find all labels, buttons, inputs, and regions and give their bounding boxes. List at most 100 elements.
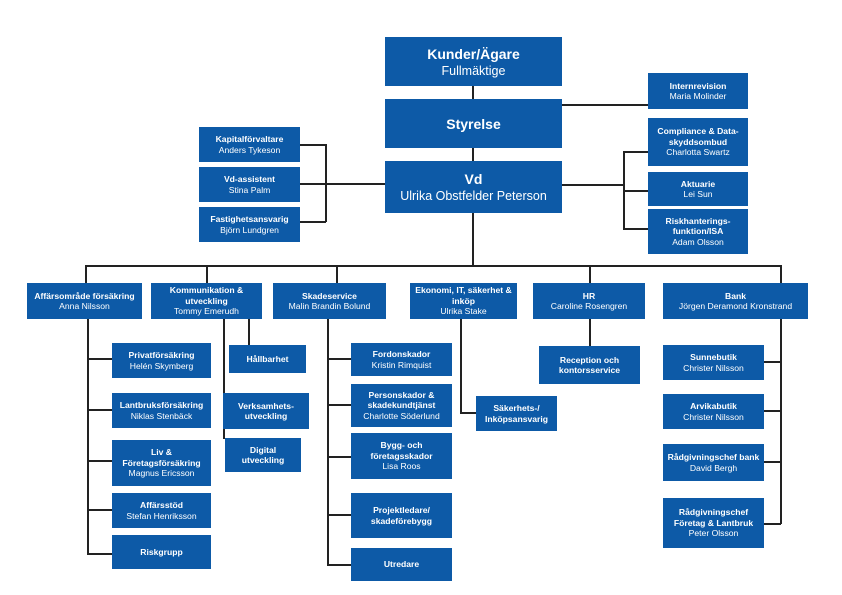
box-fordon-title: Fordonskador: [372, 349, 431, 359]
connector-line: [589, 318, 591, 346]
box-radgivningbank: Rådgivningschef bank David Bergh: [663, 444, 764, 481]
box-ekonomi-sub: Ulrika Stake: [440, 306, 487, 317]
box-projekt-title: Projektledare/ skadeförebygg: [370, 505, 433, 526]
box-person-sub: Charlotte Söderlund: [363, 410, 440, 421]
box-liv: Liv & Företagsförsäkring Magnus Ericsson: [112, 440, 211, 486]
connector-line: [327, 564, 351, 566]
box-sakerhet: Säkerhets-/ Inköpsansvarig: [476, 396, 557, 431]
connector-line: [327, 358, 351, 360]
connector-line: [623, 151, 648, 153]
box-utredare-title: Utredare: [383, 559, 420, 570]
box-fordon: Fordonskador Kristin Rimquist: [351, 343, 452, 376]
box-sunne-title: Sunnebutik: [690, 352, 737, 362]
box-kunder-sub: Fullmäktige: [441, 63, 506, 78]
connector-line: [460, 318, 462, 413]
box-skadeservice-title: Skadeservice: [302, 290, 357, 301]
connector-line: [87, 358, 112, 360]
box-radgivningbank-sub: David Bergh: [689, 462, 738, 473]
box-vd-sub: Ulrika Obstfelder Peterson: [400, 189, 547, 203]
box-hr-title: HR: [582, 290, 596, 301]
connector-line: [623, 190, 648, 192]
box-styrelse-title: Styrelse: [446, 115, 501, 132]
box-riskgrupp-title: Riskgrupp: [140, 546, 183, 557]
connector-line: [327, 312, 329, 565]
connector-line: [623, 228, 648, 230]
connector-line: [87, 509, 112, 511]
box-hallbarhet-title: Hållbarhet: [246, 353, 289, 364]
connector-line: [85, 265, 87, 284]
connector-line: [764, 361, 781, 363]
box-styrelse: Styrelse: [385, 99, 562, 148]
box-kommunikation-title: Kommunikation & utveckling: [169, 285, 244, 306]
box-compliance-sub: Charlotta Swartz: [666, 147, 730, 158]
box-sunne-sub: Christer Nilsson: [683, 362, 744, 373]
connector-line: [87, 314, 89, 554]
box-vd-title: Vd: [464, 171, 483, 187]
connector-line: [764, 461, 781, 463]
box-person: Personskador & skadekundtjänst Charlotte…: [351, 384, 452, 427]
box-lantbruk-sub: Niklas Stenbäck: [130, 410, 193, 421]
connector-line: [327, 456, 351, 458]
box-kapitalforvaltare-sub: Anders Tykeson: [218, 144, 281, 155]
connector-line: [87, 553, 112, 555]
box-digital: Digital utveckling: [225, 438, 301, 472]
box-bank: Bank Jörgen Deramond Kronstrand: [663, 283, 808, 319]
box-privat: Privatförsäkring Helén Skymberg: [112, 343, 211, 378]
box-riskhantering-title: Riskhanterings-funktion/ISA: [665, 215, 731, 237]
box-fordon-sub: Kristin Rimquist: [371, 359, 432, 370]
connector-line: [300, 183, 386, 185]
connector-line: [336, 265, 338, 284]
connector-line: [300, 221, 326, 223]
connector-line: [327, 404, 351, 406]
box-verksamhet: Verksamhets-utveckling: [223, 393, 309, 429]
box-bygg-sub: Lisa Roos: [382, 461, 421, 472]
connector-line: [223, 312, 225, 439]
connector-line: [206, 265, 208, 284]
box-reception: Reception och kontorsservice: [539, 346, 640, 384]
box-verksamhet-title: Verksamhets-utveckling: [238, 400, 294, 422]
box-privat-title: Privatförsäkring: [128, 350, 195, 360]
box-aktuarie-title: Aktuarie: [680, 178, 716, 189]
box-affarsstod-title: Affärsstöd: [140, 500, 183, 510]
box-hallbarhet: Hållbarhet: [229, 345, 306, 373]
box-kapitalforvaltare-title: Kapitalförvaltare: [215, 134, 284, 144]
box-arvika-sub: Christer Nilsson: [683, 411, 744, 422]
box-reception-title: Reception och kontorsservice: [558, 354, 621, 376]
box-person-title: Personskador & skadekundtjänst: [367, 389, 436, 411]
box-vd: Vd Ulrika Obstfelder Peterson: [385, 161, 562, 213]
connector-line: [85, 265, 781, 267]
box-ekonomi-title: Ekonomi, IT, säkerhet & inköp: [415, 285, 512, 306]
box-bygg: Bygg- och företagsskador Lisa Roos: [351, 433, 452, 479]
box-lantbruk-title: Lantbruksförsäkring: [119, 400, 204, 410]
connector-line: [472, 212, 474, 265]
box-internrevision-title: Internrevision: [669, 80, 727, 91]
box-skadeservice: Skadeservice Malin Brandin Bolund: [273, 283, 386, 319]
connector-line: [780, 318, 782, 524]
connector-line: [87, 409, 112, 411]
box-vdassistent-title: Vd-assistent: [223, 174, 276, 184]
box-vdassistent: Vd-assistent Stina Palm: [199, 167, 300, 202]
box-compliance-title: Compliance & Data-skyddsombud: [657, 126, 739, 147]
box-vdassistent-sub: Stina Palm: [228, 184, 271, 195]
box-kommunikation-sub: Tommy Emerudh: [174, 306, 239, 317]
box-internrevision-sub: Maria Molinder: [669, 91, 727, 101]
box-affarsstod-sub: Stefan Henriksson: [126, 510, 197, 521]
box-utredare: Utredare: [351, 548, 452, 581]
box-aktuarie: Aktuarie Lei Sun: [648, 172, 748, 206]
box-fastighet-title: Fastighetsansvarig: [210, 214, 289, 224]
box-radgivningforetag: Rådgivningschef Företag & Lantbruk Peter…: [663, 498, 764, 548]
box-fastighet: Fastighetsansvarig Björn Lundgren: [199, 207, 300, 242]
connector-line: [764, 410, 781, 412]
box-bank-title: Bank: [724, 290, 746, 301]
box-internrevision: Internrevision Maria Molinder: [648, 73, 748, 109]
box-arvika: Arvikabutik Christer Nilsson: [663, 394, 764, 429]
box-affarsomrade-title: Affärsområde försäkring: [34, 290, 135, 301]
box-ekonomi: Ekonomi, IT, säkerhet & inköp Ulrika Sta…: [410, 283, 517, 319]
box-hr-sub: Caroline Rosengren: [550, 301, 628, 311]
box-liv-title: Liv & Företagsförsäkring: [122, 447, 201, 468]
box-privat-sub: Helén Skymberg: [129, 360, 194, 371]
connector-line: [589, 265, 591, 284]
box-radgivningforetag-sub: Peter Olsson: [688, 528, 739, 539]
box-compliance: Compliance & Data-skyddsombud Charlotta …: [648, 118, 748, 166]
